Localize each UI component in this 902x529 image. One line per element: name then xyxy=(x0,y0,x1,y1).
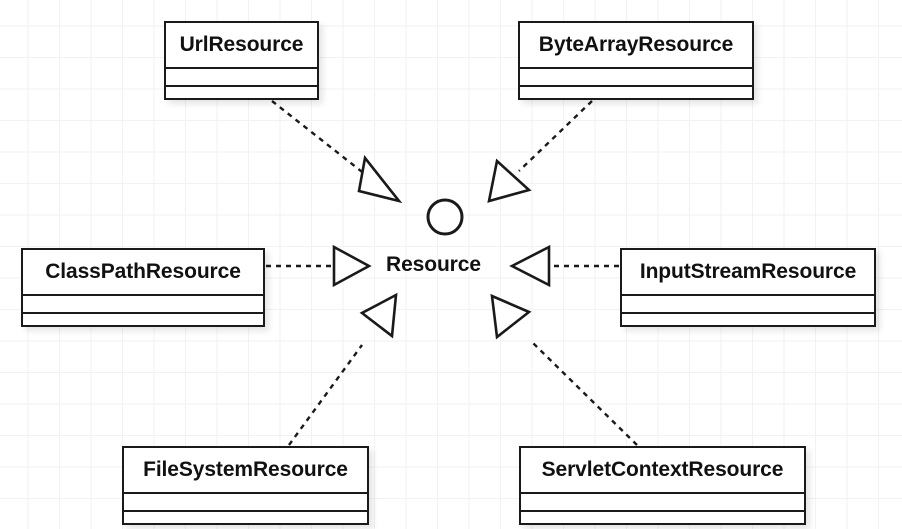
hollow-triangle-arrowhead xyxy=(357,154,403,204)
uml-class-byte-array-resource[interactable]: ByteArrayResource xyxy=(518,21,754,100)
realization-url-resource xyxy=(271,100,403,204)
uml-class-url-resource[interactable]: UrlResource xyxy=(164,21,319,100)
attributes-compartment xyxy=(23,296,263,314)
realization-file-system-resource xyxy=(288,292,398,446)
realization-input-stream-resource xyxy=(509,244,619,288)
realization-servlet-context-resource xyxy=(490,293,638,446)
operations-compartment xyxy=(622,314,874,328)
operations-compartment xyxy=(23,314,263,328)
class-name-class-path-resource: ClassPathResource xyxy=(23,250,263,296)
operations-compartment xyxy=(521,512,804,526)
dashed-connector-line xyxy=(271,100,367,176)
interface-lollipop-circle-icon xyxy=(426,198,464,236)
uml-class-servlet-context-resource[interactable]: ServletContextResource xyxy=(519,446,806,525)
attributes-compartment xyxy=(124,494,367,512)
operations-compartment xyxy=(124,512,367,526)
uml-class-file-system-resource[interactable]: FileSystemResource xyxy=(122,446,369,525)
hollow-triangle-arrowhead xyxy=(359,292,398,339)
realization-byte-array-resource xyxy=(487,100,593,203)
class-name-file-system-resource: FileSystemResource xyxy=(124,448,367,494)
dashed-connector-line xyxy=(518,100,593,172)
hollow-triangle-arrowhead xyxy=(490,293,532,340)
class-name-input-stream-resource: InputStreamResource xyxy=(622,250,874,296)
dashed-connector-line xyxy=(288,344,363,446)
interface-label-resource: Resource xyxy=(386,253,481,276)
operations-compartment xyxy=(520,87,752,101)
dashed-connector-line xyxy=(531,341,638,446)
hollow-triangle-arrowhead xyxy=(487,158,532,203)
class-name-servlet-context-resource: ServletContextResource xyxy=(521,448,804,494)
realization-class-path-resource xyxy=(266,244,372,288)
class-name-byte-array-resource: ByteArrayResource xyxy=(520,23,752,69)
attributes-compartment xyxy=(520,69,752,87)
uml-class-input-stream-resource[interactable]: InputStreamResource xyxy=(620,248,876,327)
attributes-compartment xyxy=(166,69,317,87)
operations-compartment xyxy=(166,87,317,101)
attributes-compartment xyxy=(622,296,874,314)
uml-class-class-path-resource[interactable]: ClassPathResource xyxy=(21,248,265,327)
attributes-compartment xyxy=(521,494,804,512)
hollow-triangle-arrowhead xyxy=(509,244,551,288)
hollow-triangle-arrowhead xyxy=(332,244,372,288)
class-name-url-resource: UrlResource xyxy=(166,23,317,69)
